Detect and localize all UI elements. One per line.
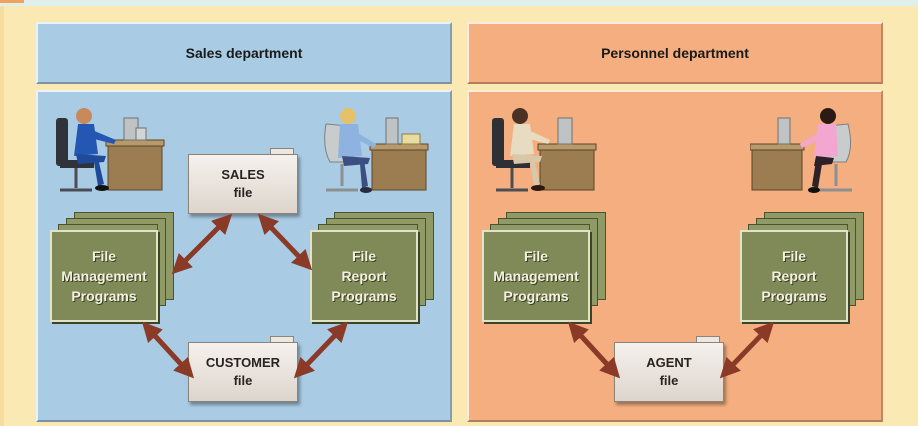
personnel-department-title: Personnel department xyxy=(601,45,749,61)
program-label-line: File xyxy=(351,248,377,264)
program-label-line: Report xyxy=(341,268,387,284)
file-body: CUSTOMER file xyxy=(188,342,298,402)
file-folder-icon xyxy=(270,148,294,156)
file-label-line: CUSTOMER xyxy=(205,355,281,370)
file-label-line: SALES xyxy=(221,167,265,182)
program-label-line: Programs xyxy=(331,288,397,304)
program-front-sheet: File Management Programs xyxy=(482,230,590,322)
sales-worker-right-icon xyxy=(324,108,429,193)
sales-department-title: Sales department xyxy=(185,45,303,61)
sales-department-header: Sales department xyxy=(36,22,452,84)
file-label-line: file xyxy=(233,373,253,388)
program-label-line: Programs xyxy=(503,288,569,304)
sales-file: SALES file xyxy=(188,148,298,214)
program-label-line: Management xyxy=(61,268,147,284)
program-front-sheet: File Report Programs xyxy=(310,230,418,322)
personnel-file-report-programs: File Report Programs xyxy=(740,212,866,322)
sales-file-report-programs: File Report Programs xyxy=(310,212,436,322)
personnel-worker-left-icon xyxy=(492,108,597,192)
personnel-file-management-programs: File Management Programs xyxy=(482,212,608,322)
personnel-department-header: Personnel department xyxy=(467,22,883,84)
program-label-line: Report xyxy=(771,268,817,284)
program-label-line: File xyxy=(781,248,807,264)
personnel-worker-right-icon xyxy=(750,108,852,193)
left-edge xyxy=(0,6,4,426)
file-label-line: AGENT xyxy=(646,355,692,370)
program-label-line: Programs xyxy=(71,288,137,304)
file-body: AGENT file xyxy=(614,342,724,402)
top-stripe xyxy=(0,0,918,6)
program-label-line: Management xyxy=(493,268,579,284)
program-front-sheet: File Report Programs xyxy=(740,230,848,322)
program-front-sheet: File Management Programs xyxy=(50,230,158,322)
file-folder-icon xyxy=(270,336,294,344)
file-body: SALES file xyxy=(188,154,298,214)
sales-file-management-programs: File Management Programs xyxy=(50,212,176,322)
program-label-line: Programs xyxy=(761,288,827,304)
top-notch xyxy=(0,0,24,3)
file-folder-icon xyxy=(696,336,720,344)
program-label-line: File xyxy=(523,248,549,264)
customer-file: CUSTOMER file xyxy=(188,336,298,402)
agent-file: AGENT file xyxy=(614,336,724,402)
program-label-line: File xyxy=(91,248,117,264)
file-label-line: file xyxy=(233,185,253,200)
sales-worker-left-icon xyxy=(56,108,165,192)
file-label-line: file xyxy=(659,373,679,388)
